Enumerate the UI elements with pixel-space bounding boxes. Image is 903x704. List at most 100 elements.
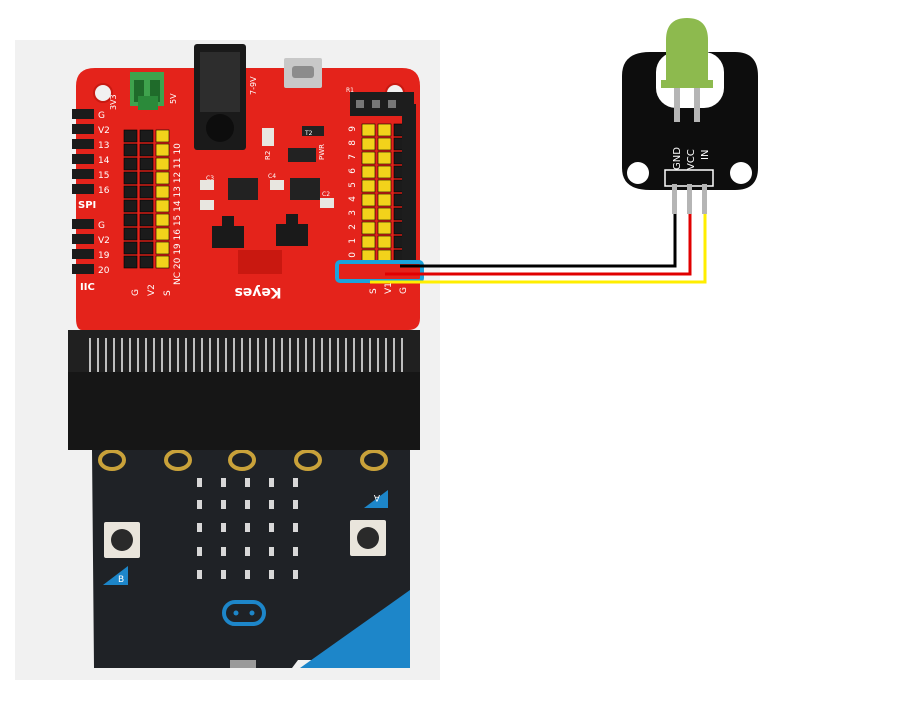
header-pin [139, 185, 154, 199]
connector-pins [89, 338, 403, 372]
module-hole [730, 162, 752, 184]
header-pin [361, 207, 376, 221]
right-pin-number: 2 [348, 224, 358, 230]
header-pin [361, 179, 376, 193]
module-hole [627, 162, 649, 184]
led-bulb [661, 18, 713, 122]
right-pin-number: 5 [348, 182, 358, 188]
microbit-button-a[interactable]: A [350, 490, 388, 556]
microbit-board: B A [92, 449, 410, 668]
header-pin [377, 193, 392, 207]
header-pin [377, 137, 392, 151]
microbit-button-b[interactable]: B [103, 522, 140, 585]
c2-label: C2 [322, 191, 330, 198]
header-pin [377, 179, 392, 193]
led-module: GND VCC IN [622, 18, 758, 214]
micro-usb-port [284, 58, 322, 88]
header-pin [155, 143, 170, 157]
jumper-3v3-label: 3V3 [109, 94, 118, 110]
header-pin [155, 213, 170, 227]
microbit-led-matrix [197, 478, 298, 579]
header-pin [155, 255, 170, 269]
bottom-right-label: G [399, 287, 409, 294]
c3-label: C3 [206, 175, 214, 182]
header-pin [72, 109, 94, 119]
pin-label-vcc: VCC [686, 149, 697, 170]
header-pin [155, 129, 170, 143]
top-pin-numbers: NC 20 19 16 15 14 13 12 11 10 [173, 143, 183, 285]
header-pin [123, 255, 138, 269]
microbit-logo-icon [222, 600, 266, 626]
header-pin [361, 137, 376, 151]
microbit-usb-port [230, 660, 256, 668]
left-header-label: 13 [98, 141, 109, 151]
left-header2-label: V2 [98, 236, 110, 246]
r2-label: R2 [264, 151, 272, 160]
module-pin [687, 184, 692, 214]
header-pin [72, 249, 94, 259]
bottom-right-label: V1 [384, 282, 394, 294]
bottom-left-label: S [163, 290, 173, 296]
header-pin [139, 255, 154, 269]
top-right-header [350, 92, 416, 260]
right-pin-number: 3 [348, 210, 358, 216]
wire-vcc [385, 210, 692, 276]
iic-label: IIC [80, 282, 95, 293]
r1-label: R1 [346, 87, 354, 94]
header-pin [377, 123, 392, 137]
left-header2-label: 20 [98, 266, 110, 276]
right-pin-number: 7 [348, 154, 358, 160]
header-pin [377, 207, 392, 221]
header-pin [139, 157, 154, 171]
header-pin [123, 157, 138, 171]
header-pin [361, 235, 376, 249]
wires [370, 210, 707, 284]
header-pin [139, 143, 154, 157]
header-pin [72, 184, 94, 194]
header-pin [123, 129, 138, 143]
right-pin-number: 4 [348, 196, 358, 202]
wire-signal [370, 210, 707, 284]
header-pin [72, 154, 94, 164]
bottom-left-label: V2 [147, 284, 157, 296]
dc-jack [194, 44, 246, 150]
smd-components: T2 PWR R2 R1 C3 C4 C2 [200, 87, 354, 274]
pwr-label: PWR [318, 144, 326, 160]
t2-label: T2 [304, 130, 313, 137]
mount-hole [93, 83, 113, 103]
module-pin [672, 184, 677, 214]
header-pin [155, 185, 170, 199]
left-triple-header [123, 129, 170, 269]
header-pin [361, 151, 376, 165]
header-pin [361, 123, 376, 137]
power-jumper[interactable] [130, 72, 164, 110]
header-pin [377, 235, 392, 249]
header-pin [361, 193, 376, 207]
right-pin-number: 0 [348, 252, 358, 258]
header-pin [155, 241, 170, 255]
brand-label: Keyes [234, 284, 281, 300]
power-voltage-label: 7-9V [249, 76, 258, 95]
header-pin [72, 124, 94, 134]
header-pin [123, 199, 138, 213]
bottom-left-label: G [131, 289, 141, 296]
left-header2-label: 19 [98, 251, 110, 261]
header-pin [72, 234, 94, 244]
spi-label: SPI [78, 200, 96, 211]
left-header-label: G [98, 111, 105, 121]
module-pin [702, 184, 707, 214]
header-pin [123, 171, 138, 185]
right-pin-number: 9 [348, 126, 358, 132]
header-pin [123, 213, 138, 227]
microbit-edge-pads [98, 449, 388, 471]
right-pin-number: 6 [348, 168, 358, 174]
button-a-label: A [373, 492, 380, 502]
header-pin [139, 213, 154, 227]
header-pin [377, 151, 392, 165]
left-header-label: 14 [98, 156, 110, 166]
